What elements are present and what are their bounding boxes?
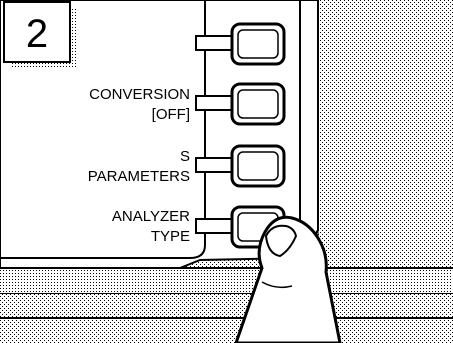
softkey-analyzer-type-label-line2: TYPE <box>151 228 190 245</box>
display-screen-edge <box>0 0 206 259</box>
softkey-s-parameters-label-line1: S <box>180 148 190 165</box>
softkey-s-parameters[interactable] <box>195 144 286 188</box>
step-box <box>3 1 71 63</box>
lower-ledge <box>0 268 453 294</box>
softkey-conversion-label-line1: CONVERSION <box>89 86 190 103</box>
softkey-1[interactable] <box>195 22 286 66</box>
softkey-conversion-label-line2: [OFF] <box>152 106 190 123</box>
softkey-analyzer-type-label-line1: ANALYZER <box>112 208 190 225</box>
softkey-s-parameters-label-line2: PARAMETERS <box>88 168 190 185</box>
softkey-conversion[interactable] <box>195 82 286 126</box>
finger-press-icon <box>234 215 342 343</box>
step-number: 2 <box>26 12 48 56</box>
